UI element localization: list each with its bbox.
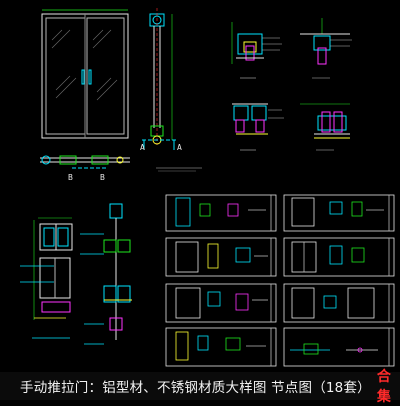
callout-elevation (33, 217, 73, 320)
sheet-thumbnail (165, 327, 277, 367)
callout-labels (20, 233, 104, 345)
sheet-thumbnail (165, 194, 277, 232)
sheet-thumbnail (283, 327, 395, 367)
elevation-caption (156, 167, 202, 172)
title-banner: 手动推拉门：铝型材、不锈钢材质大样图 节点图（18套） 合集 (0, 369, 400, 405)
section-label-b-right: B (100, 173, 105, 182)
section-marker-aa: A A (140, 139, 182, 152)
sheet-thumbnails (165, 194, 395, 367)
section-label-b-left: B (68, 173, 73, 182)
door-vertical-section (149, 8, 173, 145)
sheet-thumbnail (165, 283, 277, 323)
banner-title: 手动推拉门：铝型材、不锈钢材质大样图 节点图（18套） (20, 380, 371, 396)
sheet-thumbnail (165, 237, 277, 277)
callout-column (103, 203, 132, 340)
section-label-a-right: A (177, 143, 182, 152)
sheet-thumbnail (283, 194, 395, 232)
node-detail-bottom-left (232, 103, 284, 151)
node-detail-top-right (300, 18, 352, 79)
door-plan-section-bb: B B (40, 155, 130, 182)
node-detail-top-left (231, 22, 282, 79)
section-label-a-left: A (140, 143, 145, 152)
sheet-thumbnail (283, 283, 395, 323)
sheet-thumbnail (283, 237, 395, 277)
door-elevation (41, 9, 129, 139)
cad-drawing-canvas: A A B B (20, 8, 395, 367)
node-detail-bottom-right (300, 103, 350, 151)
banner-tag: 合集 (376, 369, 392, 405)
